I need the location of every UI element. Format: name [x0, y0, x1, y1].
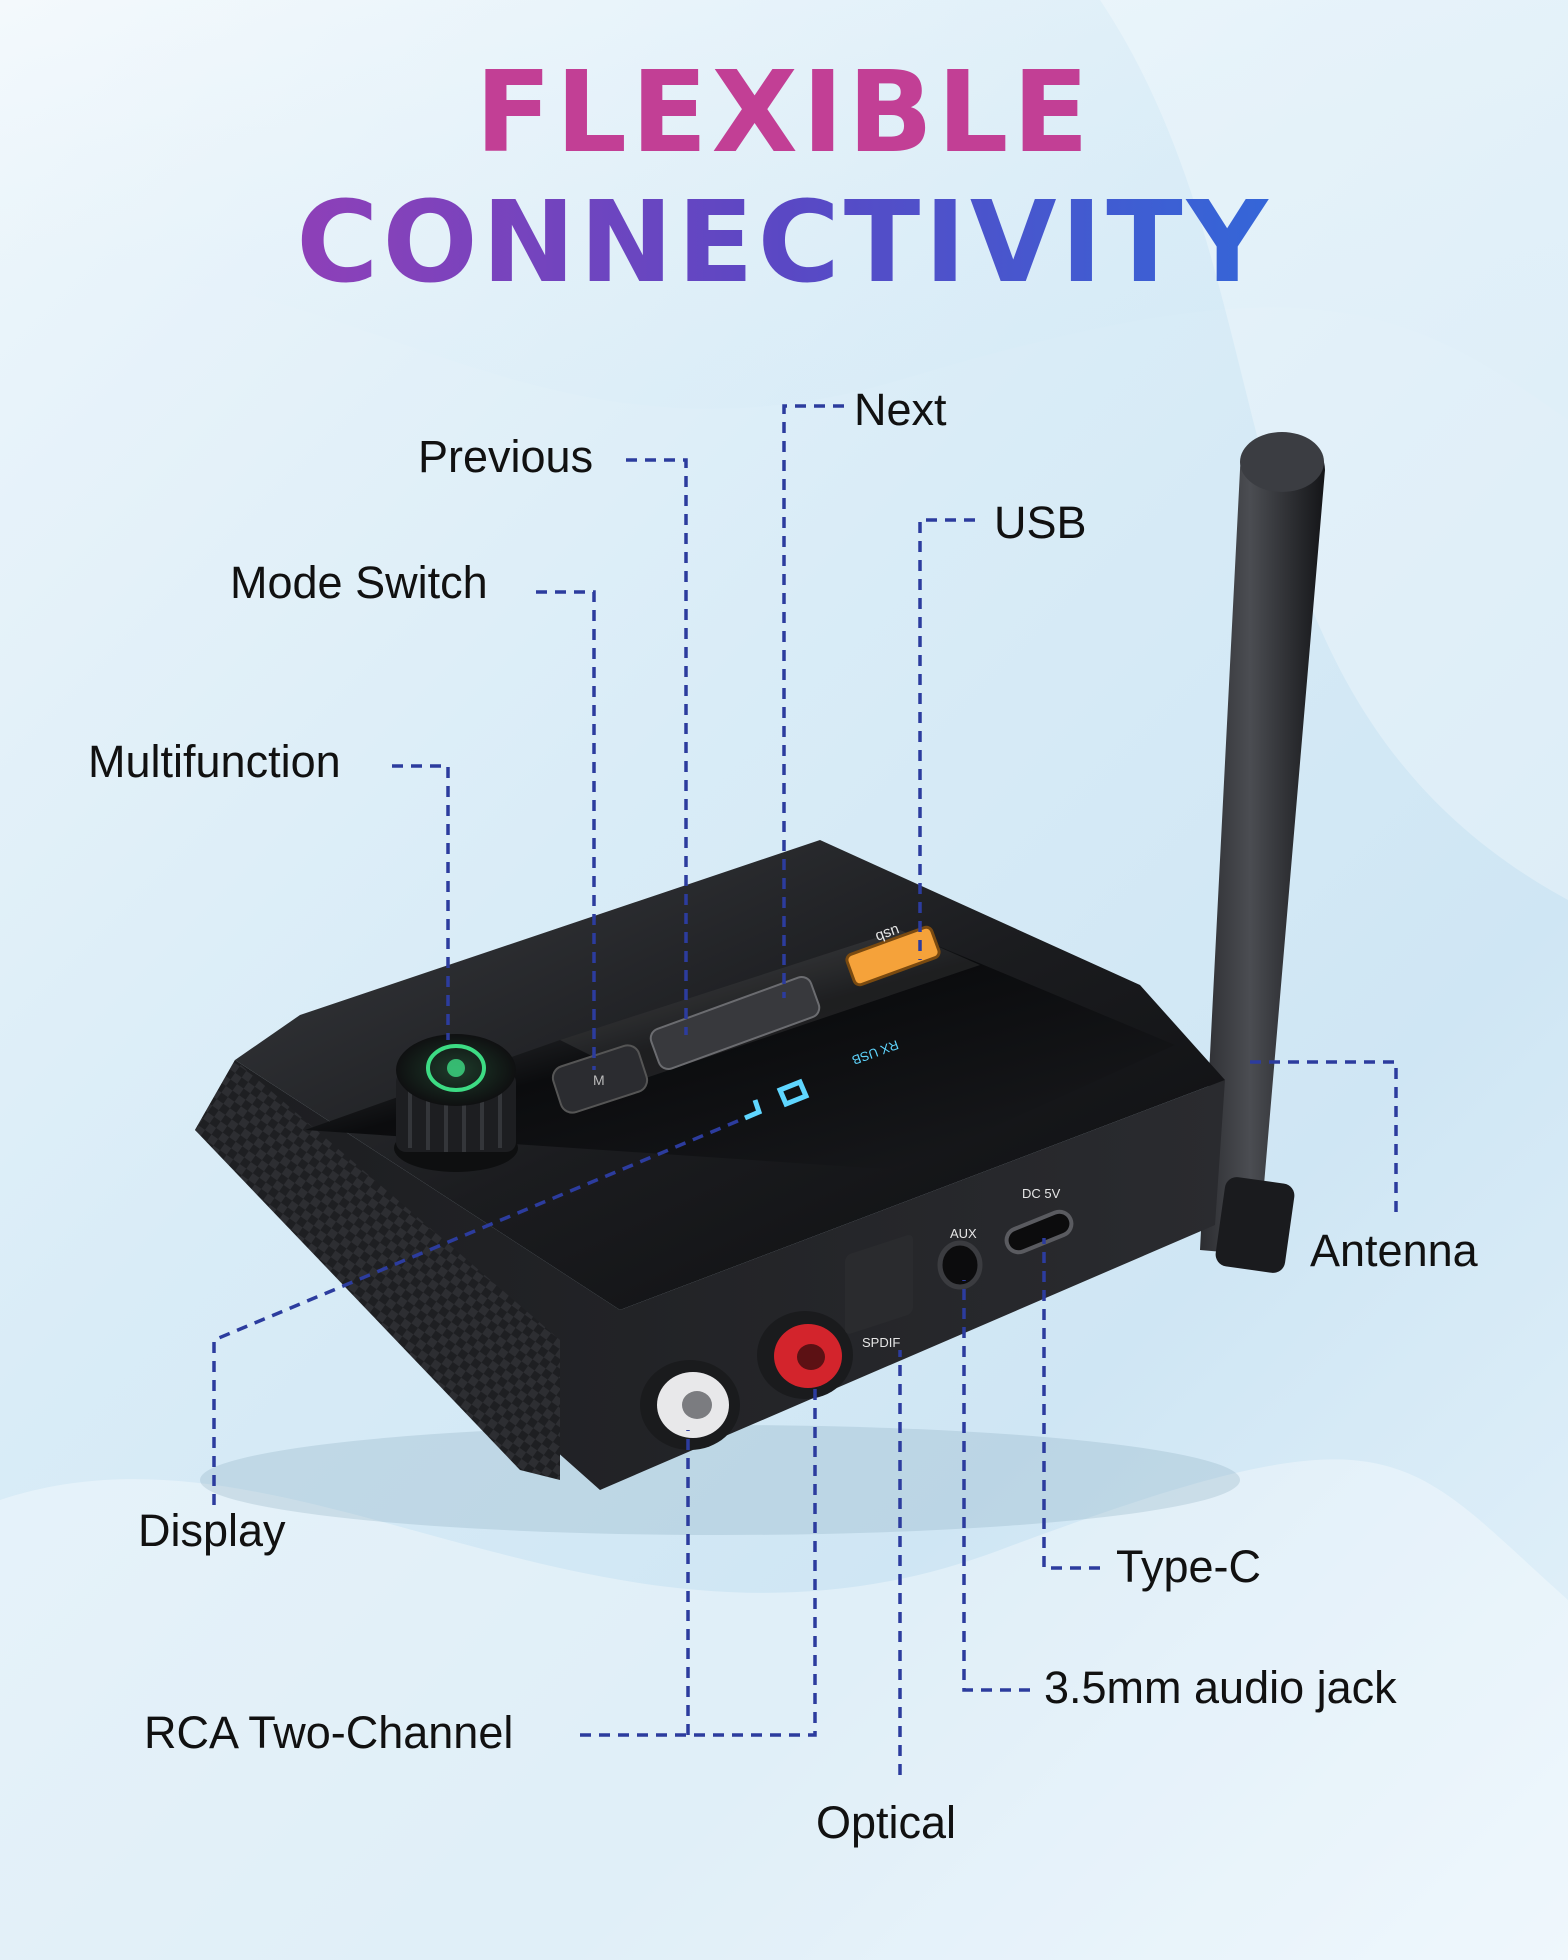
label-mode-switch: Mode Switch — [230, 557, 488, 608]
leader-antenna — [1250, 1060, 1398, 1220]
leader-multifunction — [392, 764, 450, 1040]
antenna — [1200, 432, 1325, 1273]
spdif-marking: SPDIF — [862, 1335, 900, 1350]
label-rca: RCA Two-Channel — [144, 1707, 514, 1758]
rca-red-port — [757, 1311, 853, 1399]
label-display: Display — [138, 1505, 286, 1556]
label-previous: Previous — [418, 431, 594, 482]
aux-marking: AUX — [950, 1226, 977, 1241]
leader-previous — [626, 458, 688, 1035]
label-audio-jack: 3.5mm audio jack — [1044, 1662, 1397, 1713]
aux-jack: AUX — [937, 1226, 983, 1290]
knob — [394, 1034, 518, 1172]
label-antenna: Antenna — [1310, 1225, 1478, 1276]
optical-port: SPDIF — [845, 1234, 913, 1350]
label-usb: USB — [994, 497, 1087, 548]
prev-next-rocker — [649, 976, 821, 1070]
label-type-c: Type-C — [1116, 1541, 1262, 1592]
leader-next — [782, 404, 844, 998]
leader-lines — [212, 404, 1398, 1775]
page-title: FLEXIBLE CONNECTIVITY — [0, 48, 1568, 308]
leader-usb — [918, 518, 975, 960]
leader-audio-jack — [962, 1280, 1030, 1692]
label-multifunction: Multifunction — [88, 736, 341, 787]
title-word-2: CONNECTIVITY — [296, 178, 1272, 308]
mode-button-marking: M — [593, 1072, 605, 1088]
dc-marking: DC 5V — [1022, 1186, 1061, 1201]
rca-white-port — [640, 1360, 740, 1450]
label-optical: Optical — [816, 1797, 957, 1848]
leader-type-c — [1042, 1238, 1100, 1570]
label-next: Next — [854, 384, 947, 435]
device-shadow — [200, 1425, 1240, 1535]
leader-rca — [580, 1385, 817, 1737]
leader-mode-switch — [536, 590, 596, 1070]
title-word-1: FLEXIBLE — [475, 48, 1093, 178]
